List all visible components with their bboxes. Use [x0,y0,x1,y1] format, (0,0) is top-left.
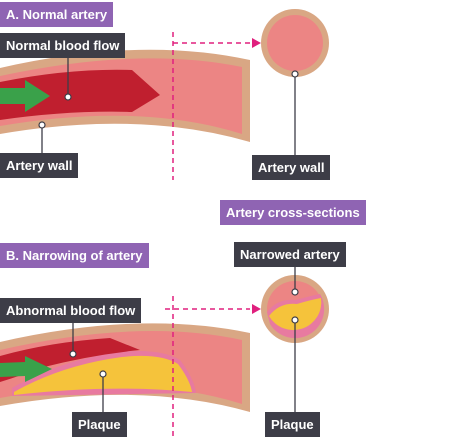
cross-sections-title: Artery cross-sections [220,200,366,225]
label-plaque-right: Plaque [265,412,320,437]
section-a-title: A. Normal artery [0,2,114,27]
dashed-guides [165,32,261,438]
dot-artery-wall-right [291,70,299,78]
normal-cross-section [261,9,329,77]
dot-abnormal-blood-flow [69,350,77,358]
leader-lines [41,57,296,412]
label-plaque-left: Plaque [72,412,127,437]
label-abnormal-blood-flow: Abnormal blood flow [0,298,142,323]
label-artery-wall-right: Artery wall [252,155,331,180]
dashed-pointer-a-arrowhead [252,38,261,48]
dot-artery-wall-left [38,121,46,129]
narrowed-cross-section [261,275,329,343]
normal-flow-arrow [0,80,50,112]
dashed-pointer-b-arrowhead [252,304,261,314]
label-artery-wall-left: Artery wall [0,153,79,178]
dot-plaque-right [291,316,299,324]
label-narrowed-artery: Narrowed artery [234,242,346,267]
dot-normal-blood-flow [64,93,72,101]
narrowed-cross-section-plaque [269,298,322,331]
abnormal-flow-arrow [0,356,52,382]
narrowed-artery-vessel [0,323,250,412]
leader-dots [38,70,299,378]
section-b-title: B. Narrowing of artery [0,243,149,268]
label-normal-blood-flow: Normal blood flow [0,33,126,58]
normal-artery-vessel [0,49,250,142]
abnormal-blood-flow-band [0,338,140,382]
normal-cross-section-lumen [267,15,323,71]
dot-narrowed-artery [291,288,299,296]
dot-plaque-left [99,370,107,378]
normal-blood-flow-band [0,69,160,120]
